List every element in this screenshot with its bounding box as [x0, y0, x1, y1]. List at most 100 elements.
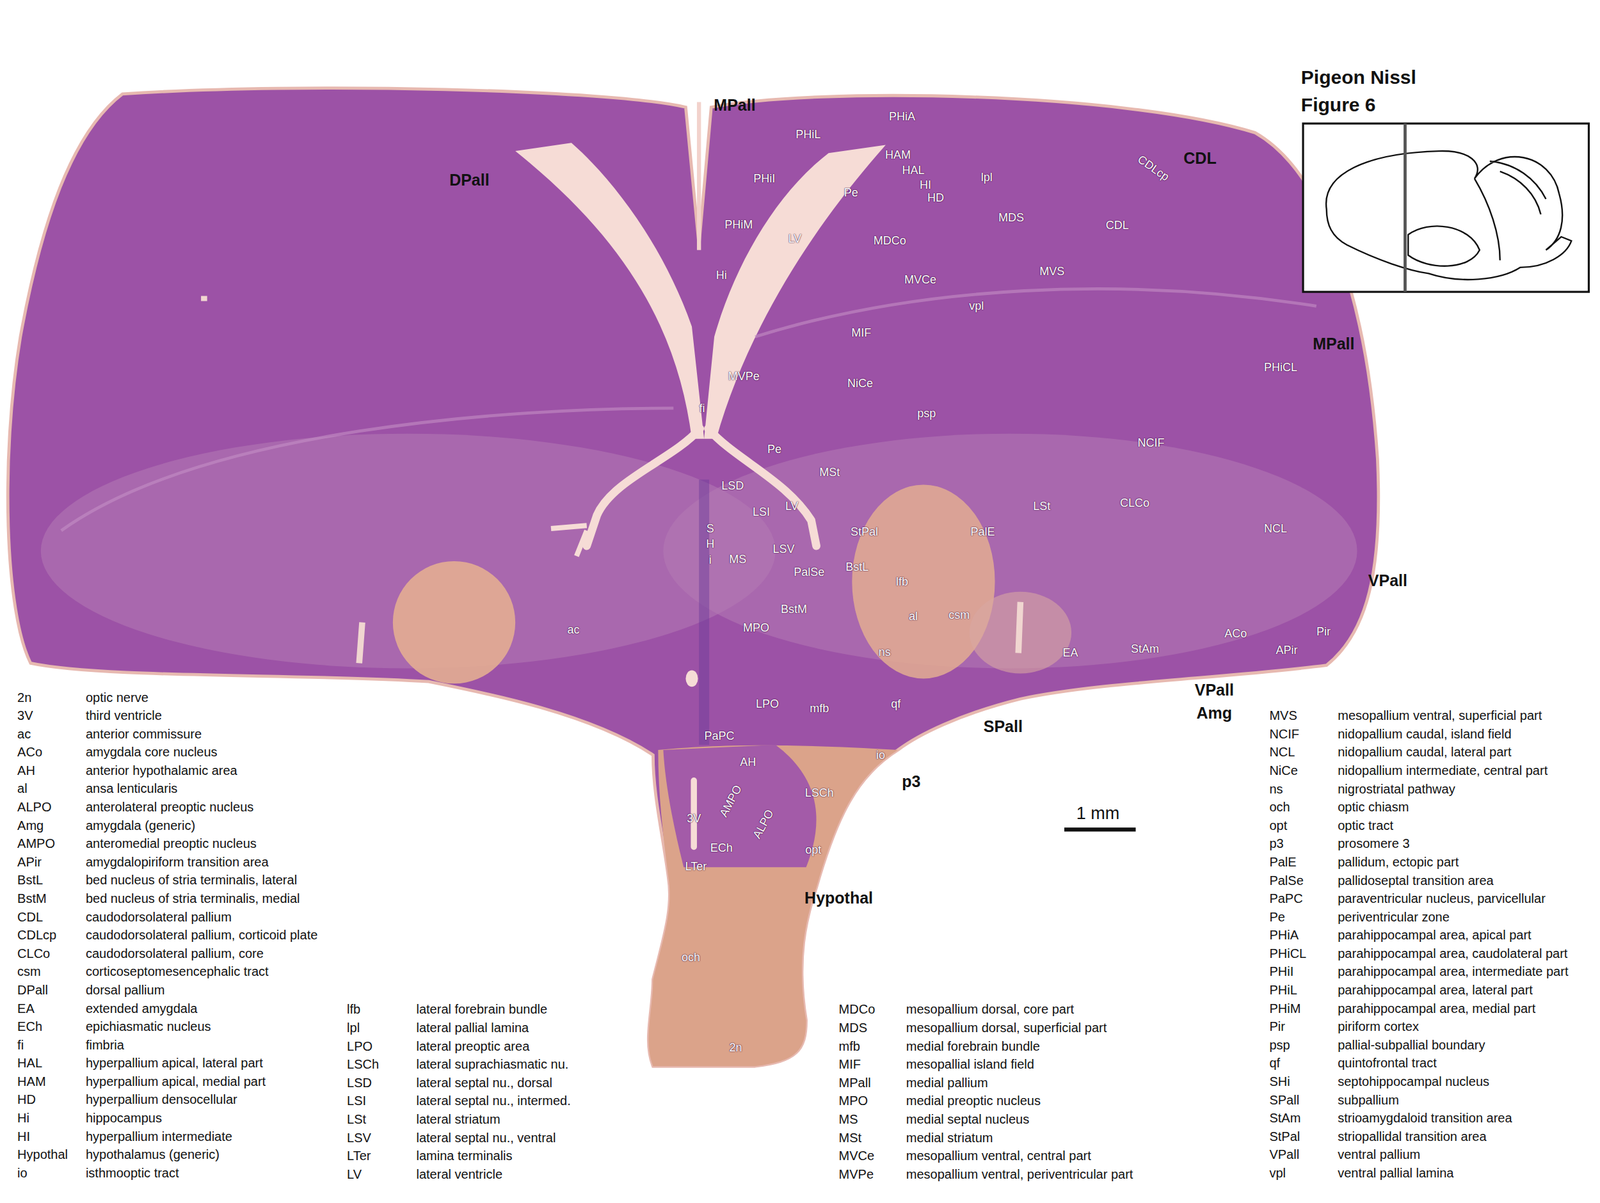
midline — [698, 479, 710, 745]
legend-abbreviation: Hypothal — [17, 1147, 68, 1163]
legend-abbreviation: MPall — [839, 1075, 872, 1091]
legend-abbreviation: p3 — [1269, 836, 1284, 852]
legend-definition: amygdalopiriform transition area — [85, 855, 269, 870]
structure-label: lfb — [896, 574, 909, 589]
legend-abbreviation: AMPO — [17, 836, 56, 852]
legend-abbreviation: NCL — [1269, 744, 1295, 760]
legend-abbreviation: BstM — [17, 891, 47, 907]
legend-abbreviation: HD — [17, 1092, 36, 1108]
structure-label: LSCh — [805, 785, 834, 800]
structure-label: LTer — [685, 859, 708, 873]
legend-definition: lateral preoptic area — [416, 1039, 530, 1055]
legend-definition: lateral forebrain bundle — [416, 1002, 548, 1017]
legend-abbreviation: LV — [346, 1167, 362, 1183]
structure-label: AMPO — [716, 782, 745, 820]
legend-abbreviation: mfb — [839, 1039, 861, 1055]
legend-definition: lateral ventricle — [416, 1167, 504, 1183]
legend-definition: medial preoptic nucleus — [906, 1093, 1041, 1109]
structure-label: PHiA — [888, 109, 916, 123]
structure-label: qf — [890, 697, 901, 712]
legend-definition: lateral striatum — [416, 1112, 501, 1128]
legend-definition: dorsal pallium — [85, 983, 165, 998]
legend-abbreviation: 2n — [17, 690, 32, 706]
legend-definition: parahippocampal area, apical part — [1337, 928, 1531, 943]
legend-definition: caudodorsolateral pallium — [85, 910, 232, 925]
legend-abbreviation: SHi — [1269, 1074, 1290, 1090]
legend-definition: paraventricular nucleus, parvicellular — [1337, 891, 1546, 907]
structure-label: EA — [1062, 646, 1078, 660]
interhemispheric-fissure — [696, 102, 701, 251]
legend-definition: extended amygdala — [85, 1001, 198, 1017]
legend-abbreviation: BstL — [17, 872, 43, 888]
legend-definition: nidopallium caudal, lateral part — [1337, 744, 1512, 760]
legend-definition: periventricular zone — [1337, 910, 1450, 925]
legend-definition: ventral pallial lamina — [1337, 1166, 1454, 1181]
legend-abbreviation: MVPe — [839, 1167, 874, 1183]
legend-definition: striopallidal transition area — [1337, 1129, 1487, 1145]
structure-label: MPO — [743, 620, 770, 635]
legend-abbreviation: StAm — [1269, 1111, 1301, 1126]
legend-definition: optic tract — [1337, 818, 1394, 834]
legend-abbreviation: ACo — [17, 744, 43, 760]
structure-label: NCL — [1264, 521, 1288, 536]
legend-abbreviation: PaPC — [1269, 891, 1303, 907]
structure-label: PalSe — [793, 565, 825, 580]
structure-label: HI — [919, 177, 932, 192]
ventricle-branch-left — [586, 428, 701, 546]
structure-label: MVCe — [904, 272, 937, 287]
legend-definition: third ventricle — [85, 708, 162, 724]
region-label: Amg — [1196, 704, 1233, 723]
legend-abbreviation: LSI — [346, 1093, 367, 1109]
region-label: Hypothal — [804, 888, 873, 908]
legend-abbreviation: PalE — [1269, 855, 1296, 870]
structure-label: MIF — [851, 325, 872, 340]
structure-label: opt — [805, 843, 822, 857]
structure-label: LPO — [755, 697, 779, 712]
legend-definition: lateral septal nu., intermed. — [416, 1093, 571, 1109]
legend-definition: medial forebrain bundle — [906, 1039, 1040, 1055]
structure-label: PHiI — [753, 172, 776, 186]
legend-definition: nidopallium caudal, island field — [1337, 727, 1512, 742]
structure-label: ECh — [710, 840, 733, 855]
legend-abbreviation: ALPO — [17, 800, 52, 815]
legend-abbreviation: csm — [17, 964, 41, 980]
legend-abbreviation: ns — [1269, 782, 1283, 797]
structure-label: csm — [948, 608, 970, 623]
structure-label: vpl — [968, 299, 984, 313]
structure-label: BstM — [780, 602, 808, 616]
legend-abbreviation: io — [17, 1166, 28, 1181]
hypothalamic-stem — [648, 745, 898, 1067]
structure-label: Pir — [1316, 624, 1331, 639]
structure-label: StAm — [1130, 642, 1160, 656]
region-label: p3 — [901, 772, 921, 792]
legend-definition: parahippocampal area, lateral part — [1337, 983, 1533, 998]
legend-abbreviation: al — [17, 781, 28, 797]
legend-abbreviation: Pir — [1269, 1019, 1285, 1035]
region-label: VPall — [1368, 571, 1408, 591]
legend-abbreviation: PHiA — [1269, 928, 1299, 943]
legend-abbreviation: PHiL — [1269, 983, 1297, 998]
legend-definition: hyperpallium apical, lateral part — [85, 1056, 264, 1071]
legend-definition: fimbria — [85, 1038, 125, 1053]
legend-definition: subpallium — [1337, 1093, 1400, 1108]
third-ventricle-top — [685, 670, 698, 688]
structure-label: Hi — [716, 268, 728, 283]
legend-abbreviation: LTer — [346, 1148, 371, 1164]
structure-label: LV — [785, 499, 799, 513]
lateral-ventricle-right — [704, 145, 886, 440]
structure-label: i — [709, 553, 712, 568]
scale-label: 1 mm — [1076, 803, 1120, 824]
legend-abbreviation: opt — [1269, 818, 1288, 834]
legend-abbreviation: LSt — [346, 1112, 367, 1128]
structure-label: ac — [567, 622, 580, 637]
legend-abbreviation: vpl — [1269, 1166, 1286, 1181]
structure-label: HAM — [885, 148, 911, 162]
structure-label: PHiL — [795, 128, 821, 142]
structure-label: S — [706, 521, 715, 536]
legend-abbreviation: HAM — [17, 1074, 46, 1090]
legend-abbreviation: MPO — [839, 1093, 869, 1109]
inset-section-line — [1403, 123, 1407, 292]
legend-definition: hyperpallium intermediate — [85, 1129, 233, 1145]
structure-label: CDL — [1105, 218, 1129, 233]
legend-definition: piriform cortex — [1337, 1019, 1419, 1035]
